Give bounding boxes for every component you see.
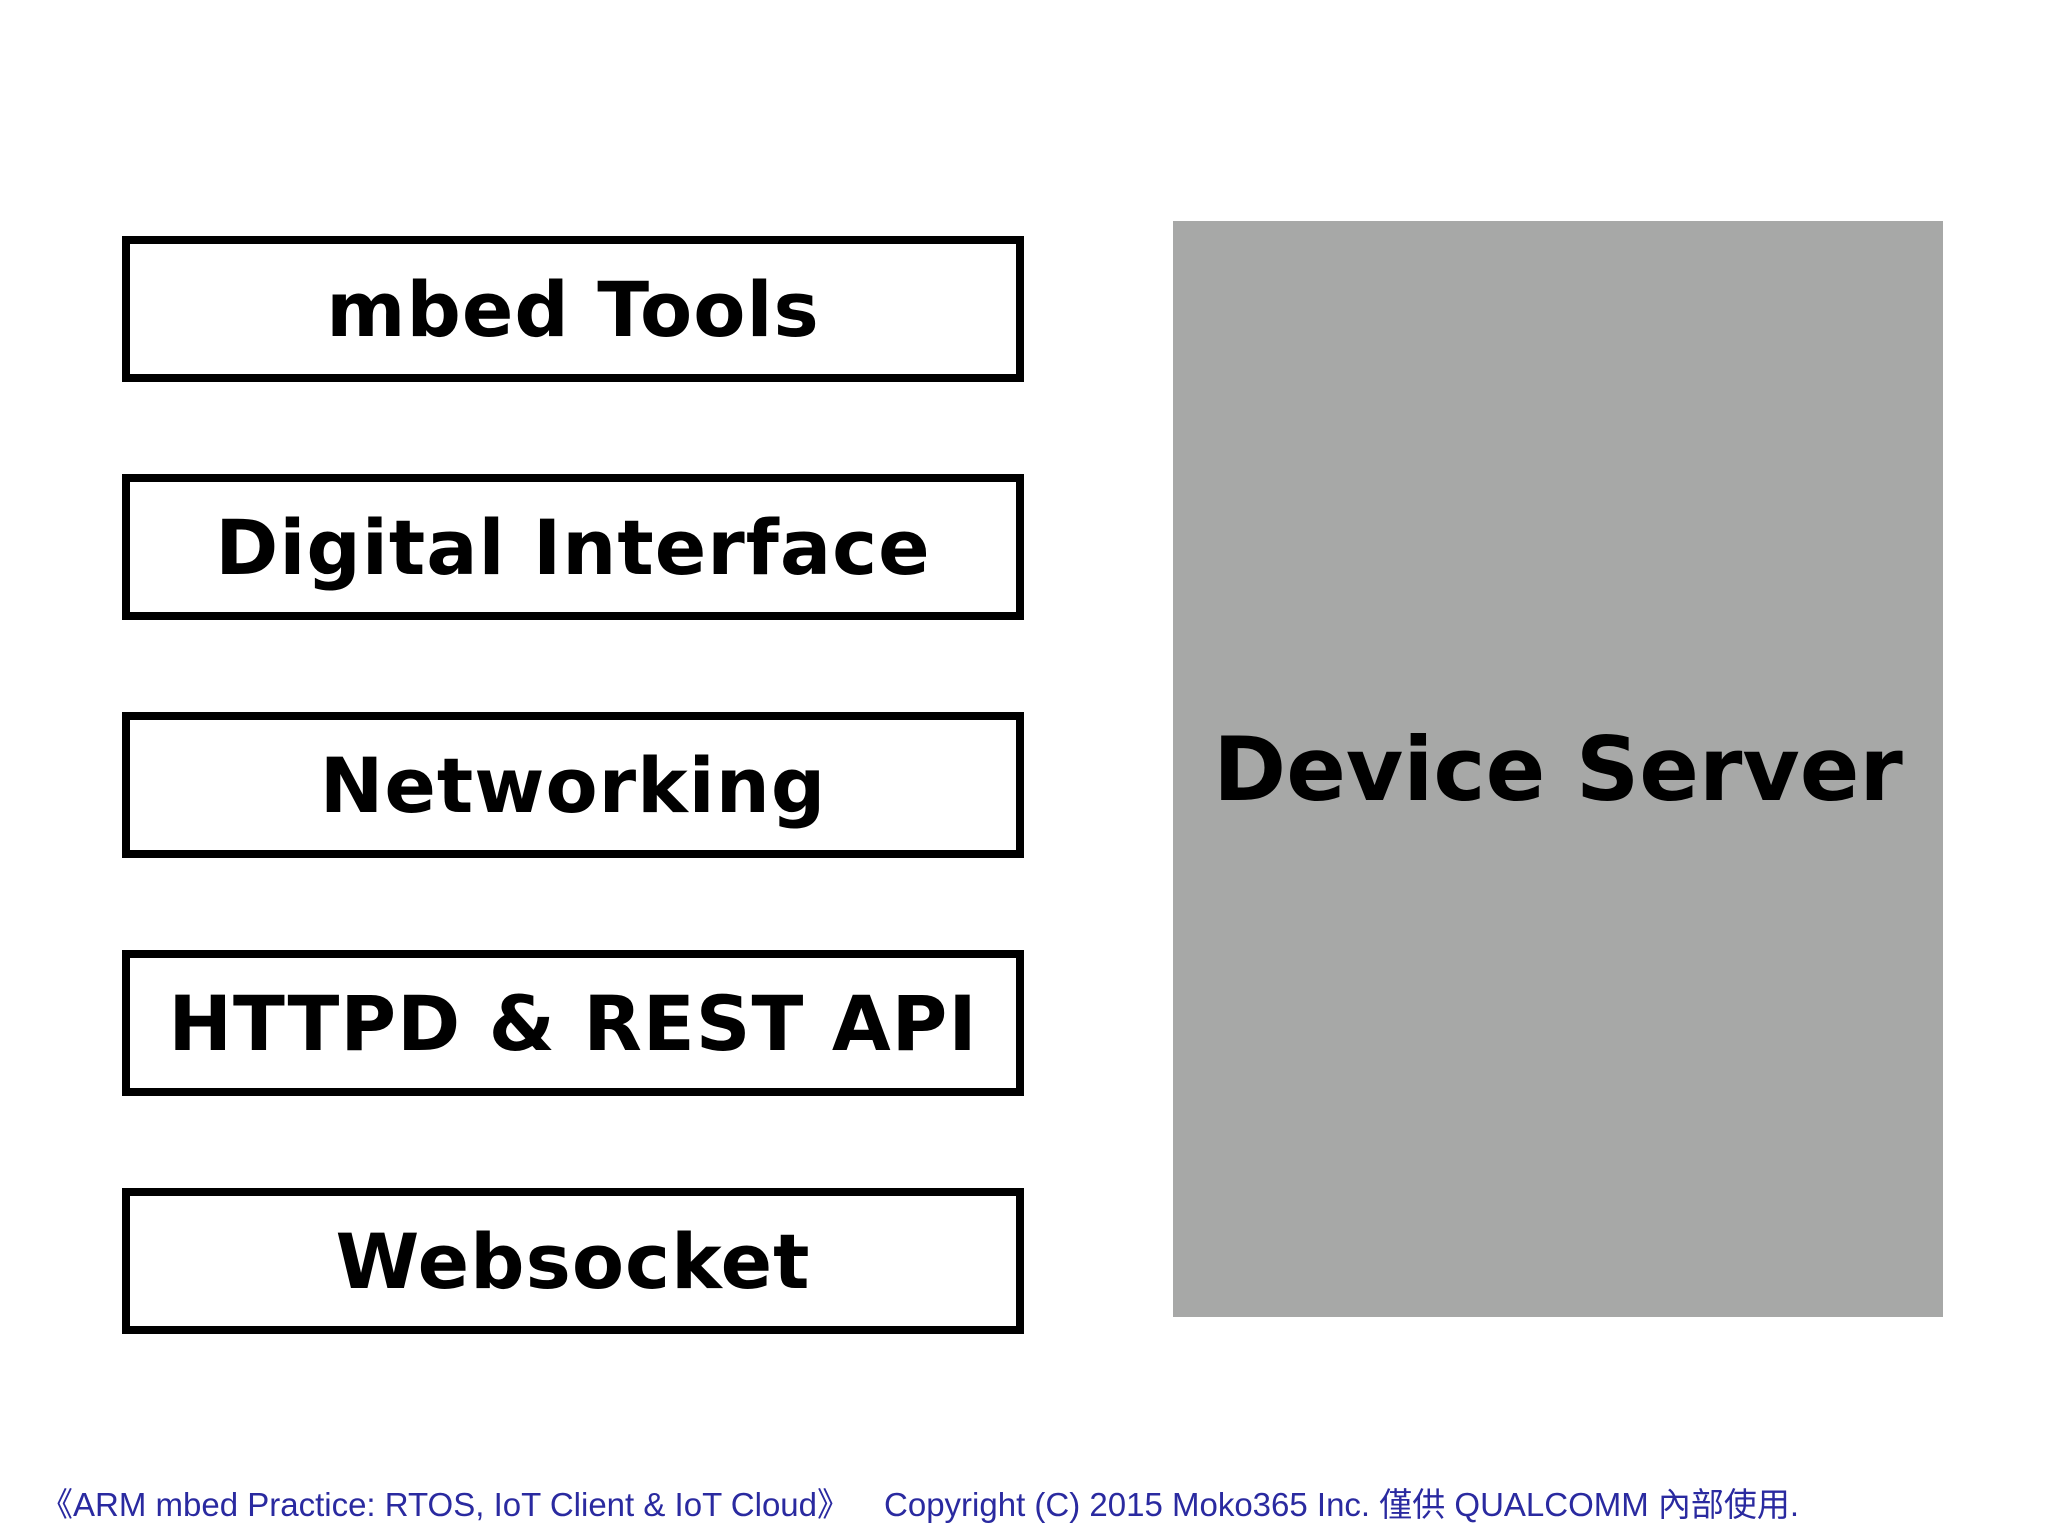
layer-box-networking: Networking <box>122 712 1024 858</box>
layer-box-httpd-rest-api: HTTPD & REST API <box>122 950 1024 1096</box>
layer-label: Digital Interface <box>215 502 931 592</box>
layer-label: Networking <box>319 740 827 830</box>
layer-label: Websocket <box>335 1216 811 1306</box>
layer-label: HTTPD & REST API <box>168 978 978 1068</box>
layer-box-digital-interface: Digital Interface <box>122 474 1024 620</box>
footer-book-title: 《ARM mbed Practice: RTOS, IoT Client & I… <box>40 1486 851 1523</box>
footer: 《ARM mbed Practice: RTOS, IoT Client & I… <box>40 1478 1799 1526</box>
layer-box-mbed-tools: mbed Tools <box>122 236 1024 382</box>
device-server-label: Device Server <box>1213 717 1903 821</box>
device-server-block: Device Server <box>1173 221 1943 1317</box>
layer-label: mbed Tools <box>326 264 820 354</box>
footer-copyright: Copyright (C) 2015 Moko365 Inc. 僅供 QUALC… <box>884 1486 1800 1523</box>
layer-box-websocket: Websocket <box>122 1188 1024 1334</box>
